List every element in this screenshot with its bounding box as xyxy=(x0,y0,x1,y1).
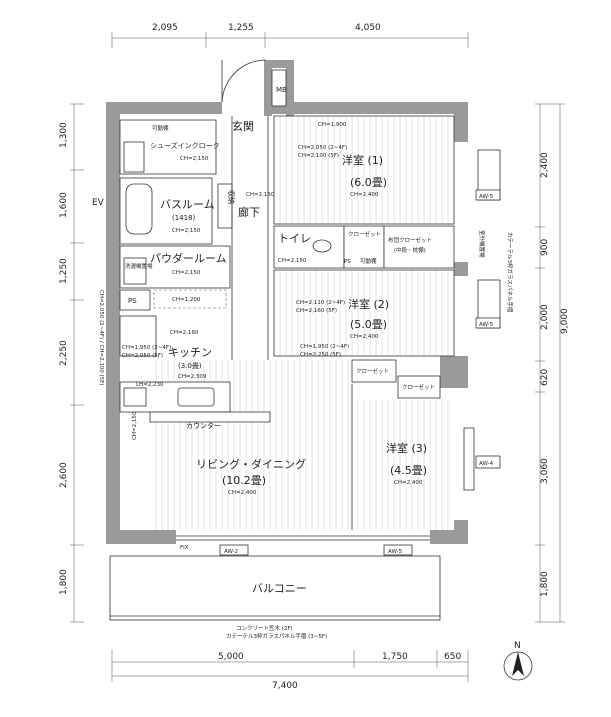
mb-label: MB xyxy=(276,86,287,94)
ev-label: EV xyxy=(92,198,105,208)
aw4-label: AW-4 xyxy=(479,461,494,467)
closet-label-3: クローゼット xyxy=(402,383,435,391)
toilet-ch: CH=2,150 xyxy=(278,258,307,264)
powder-ch: CH=2,150 xyxy=(172,270,201,276)
aw5-label-3: AW-5 xyxy=(388,549,403,555)
aw5-label-2: AW-5 xyxy=(479,322,494,328)
dim-bottom-1: 5,000 xyxy=(218,652,244,662)
bed3-ch: CH=2,400 xyxy=(394,480,423,486)
bed2-ch-e: CH=2,250 (5F) xyxy=(300,352,341,358)
dim-top-1: 2,095 xyxy=(152,23,178,33)
left-dimensions: 1,300 1,600 1,250 2,250 2,600 1,800 xyxy=(59,103,84,623)
closet-label-1: クローゼット xyxy=(348,230,381,238)
dim-bottom-3: 650 xyxy=(444,652,461,662)
bed2-ch-a: CH=2,110 (2~4F) xyxy=(296,300,345,306)
dim-right-5: 3,060 xyxy=(540,458,550,484)
movable-shelf-label: 可動棚 xyxy=(152,124,169,132)
right-dimensions: 2,400 900 2,000 620 3,060 1,800 9,000 xyxy=(535,103,570,623)
living-label: リビング・ダイニング xyxy=(196,457,306,471)
dim-right-4: 620 xyxy=(540,369,550,386)
dim-left-6: 1,800 xyxy=(59,569,69,595)
bedroom2-label: 洋室 (2) xyxy=(348,297,389,311)
bed2-ch-b: CH=2,160 (5F) xyxy=(296,308,337,314)
entrance-door xyxy=(221,59,267,103)
dim-right-total: 9,000 xyxy=(560,308,570,334)
dim-bottom-2: 1,750 xyxy=(382,652,408,662)
dash-ch: CH=1,200 xyxy=(172,297,201,303)
bathroom-label: バスルーム xyxy=(160,198,215,211)
compass-label: N xyxy=(514,641,521,651)
washer-label: 洗濯機置場 xyxy=(125,262,153,270)
outdoor-unit-label: 室外機置場 xyxy=(478,230,486,258)
compass-icon: N xyxy=(503,641,533,681)
bed1-ch-top: CH=1,900 xyxy=(318,122,347,128)
storage-label: 収納 xyxy=(227,190,236,204)
dim-right-3: 2,000 xyxy=(540,304,550,330)
dim-left-2: 1,600 xyxy=(59,192,69,218)
futon-closet-note: (中段・枕棚) xyxy=(394,246,426,254)
ps-label: PS xyxy=(128,297,137,305)
dim-left-4: 2,250 xyxy=(59,340,69,366)
floor-texture xyxy=(155,116,449,530)
powder-room-label: パウダールーム xyxy=(150,251,227,265)
entrance-label: 玄関 xyxy=(232,119,254,133)
aw5-label-1: AW-5 xyxy=(479,194,494,200)
bottom-dimensions: 5,000 1,750 650 7,400 xyxy=(111,650,469,691)
toilet-label: トイレ xyxy=(278,232,311,245)
bedroom2-size: (5.0畳) xyxy=(350,318,387,331)
top-dimensions: 2,095 1,255 4,050 xyxy=(111,23,469,48)
bath-ch: CH=2,150 xyxy=(172,228,201,234)
dim-right-6: 1,800 xyxy=(540,571,550,597)
dim-left-5: 2,600 xyxy=(59,462,69,488)
dim-right-1: 2,400 xyxy=(540,152,550,178)
left-col-ch: CH=2,050 (2~4F) / CH=2,100 (5F) xyxy=(98,290,104,386)
closet-label-2: クローゼット xyxy=(356,367,389,375)
living-side-ch: CH=2,150 xyxy=(132,411,138,440)
bedroom1-size: (6.0畳) xyxy=(350,176,387,189)
bed1-ch-a: CH=2,050 (2~4F) xyxy=(298,145,347,151)
kit-ch-a: CH=1,950 (2~4F) xyxy=(122,345,171,351)
outer-walls xyxy=(106,60,468,544)
living-ch: CH=2,400 xyxy=(228,490,257,496)
living-size: (10.2畳) xyxy=(222,474,266,487)
bed2-ch-c: CH=2,400 xyxy=(350,334,379,340)
shoe-closet-label: シューズインクローク xyxy=(150,141,220,150)
kitchen-size: (3.0畳) xyxy=(178,362,202,370)
dim-top-2: 1,255 xyxy=(228,23,254,33)
kit-ch-b: CH=2,050 (5F) xyxy=(122,353,163,359)
kit-lh: LH=2,230 xyxy=(136,382,164,388)
bedroom3-size: (4.5畳) xyxy=(390,464,427,477)
interior-walls: 可動棚 シューズインクローク CH=2,150 バスルーム (1418) CH=… xyxy=(98,115,455,530)
dim-top-3: 4,050 xyxy=(355,23,381,33)
counter-label: カウンター xyxy=(186,421,221,430)
bed2-ch-d: CH=1,950 (2~4F) xyxy=(300,344,349,350)
futon-closet-label: 布団クローゼット xyxy=(388,236,432,244)
balcony-label: バルコニー xyxy=(252,582,307,595)
dim-bottom-total: 7,400 xyxy=(272,681,298,691)
dim-left-1: 1,300 xyxy=(59,122,69,148)
wash-ch: CH=2,160 xyxy=(170,330,199,336)
bathroom-size: (1418) xyxy=(172,214,196,222)
balcony: バルコニー コンクリート笠木 (2F) カテーテル3枠ガラスパネル手摺 (3~5… xyxy=(109,555,441,640)
bed1-ch-c: CH=2,400 xyxy=(350,192,379,198)
ps-label-2: PS xyxy=(344,259,351,265)
note-line2: カテーテル3枠ガラスパネル手摺 (3~5F) xyxy=(226,632,327,640)
dim-right-2: 900 xyxy=(540,239,550,256)
dim-left-3: 1,250 xyxy=(59,258,69,284)
hallway-label: 廊下 xyxy=(238,205,260,219)
aw2-label: AW-2 xyxy=(224,549,238,555)
bedroom3-label: 洋室 (3) xyxy=(386,441,427,455)
note-line1: コンクリート笠木 (2F) xyxy=(236,624,293,632)
shoe-ch: CH=2,150 xyxy=(180,156,209,162)
side-note: カテーテル3枠ガラスパネル手摺 xyxy=(506,232,514,313)
windows: AW-5 AW-5 AW-4 室外機置場 カテーテル3枠ガラスパネル手摺 FIX… xyxy=(176,149,514,556)
kit-ch-c: CH=2,309 xyxy=(178,374,207,380)
kitchen-label: キッチン xyxy=(168,346,212,359)
hall-ch: CH=2,150 xyxy=(246,192,275,198)
fix-label: FIX xyxy=(180,545,189,551)
movable-shelf-label-2: 可動棚 xyxy=(360,257,377,265)
bedroom1-label: 洋室 (1) xyxy=(342,153,383,167)
bed1-ch-b: CH=2,100 (5F) xyxy=(298,153,339,159)
